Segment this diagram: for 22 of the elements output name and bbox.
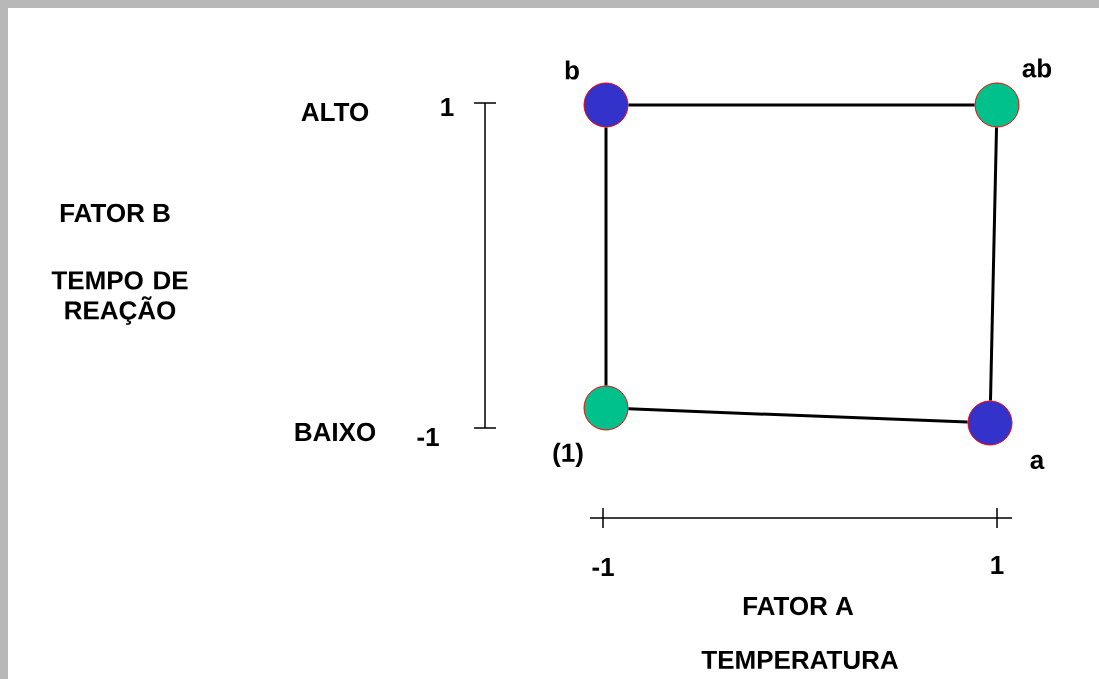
axis-label: FATOR A: [743, 596, 854, 616]
square-edge: [628, 407, 968, 424]
axis-label: ALTO: [301, 102, 369, 122]
square-edge: [989, 127, 998, 401]
point-label: (1): [553, 442, 583, 468]
axis-label: TEMPO DE REAÇÃO: [51, 271, 188, 325]
point-marker: [967, 400, 1013, 446]
axis-label: FATOR B: [60, 203, 170, 223]
axis-label: BAIXO: [295, 422, 376, 442]
point-marker: [583, 385, 629, 431]
point-label: ab: [1022, 58, 1052, 78]
axis-label: -1: [592, 558, 614, 576]
axis-label: 1: [441, 98, 454, 116]
axis-label: -1: [417, 428, 439, 446]
point-marker: [974, 82, 1020, 128]
axis-label: 1: [991, 556, 1004, 574]
square-edge: [628, 103, 975, 107]
point-label: a: [1030, 454, 1045, 470]
axis-label: TEMPERATURA: [701, 650, 898, 670]
point-label: b: [565, 60, 579, 80]
square-edge: [604, 127, 608, 386]
point-marker: [583, 82, 629, 128]
